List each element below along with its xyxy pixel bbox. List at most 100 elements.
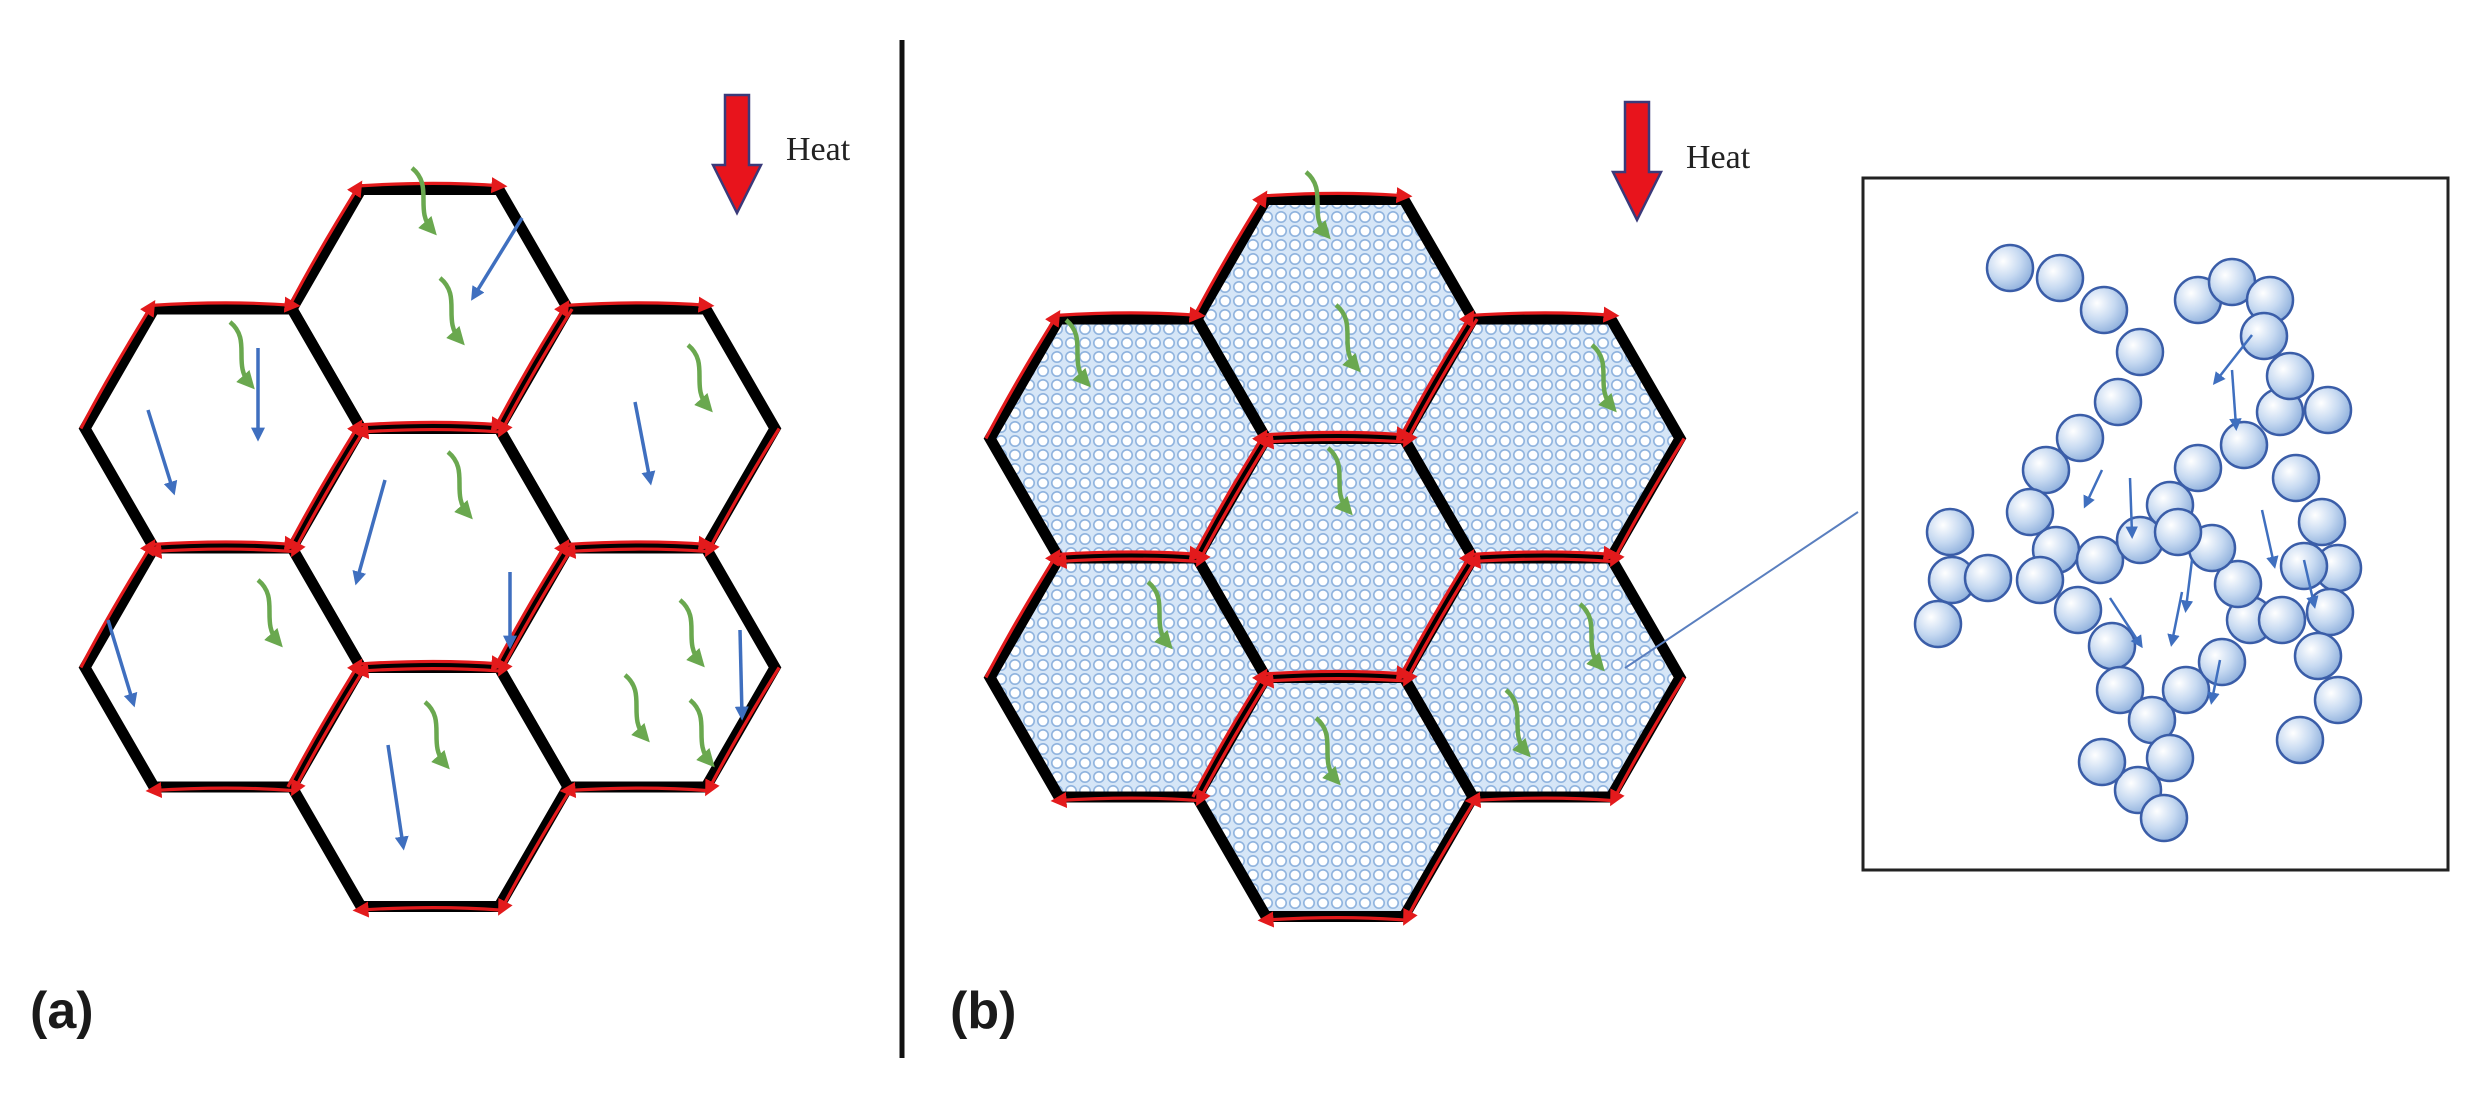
flow-curve: [498, 308, 574, 438]
particle-bead: [2271, 453, 2321, 503]
flow-curve: [1056, 545, 1206, 562]
flow-curve: [151, 296, 301, 313]
flow-curve: [705, 666, 781, 797]
particle-bead: [2239, 311, 2289, 361]
straight-arrow-icon: [2108, 597, 2143, 649]
particle-bead: [1913, 599, 1963, 649]
flow-curve: [498, 547, 574, 677]
particle-bead: [2115, 327, 2165, 377]
particle-bead: [2145, 733, 2195, 783]
particle-bead: [2173, 443, 2223, 493]
particle-bead: [2275, 715, 2325, 765]
straight-arrow-icon: [734, 629, 749, 721]
flow-curve: [291, 666, 367, 797]
flow-curve: [1464, 552, 1614, 569]
straight-arrow-icon: [2167, 591, 2184, 647]
particle-bead: [2021, 445, 2071, 495]
particle-bead: [2035, 253, 2085, 303]
straight-arrow-icon: [2180, 559, 2194, 613]
flow-curve: [1263, 426, 1413, 443]
particle-bead: [2293, 631, 2343, 681]
straight-arrow-icon: [2302, 559, 2319, 609]
curved-arrow-icon: [1504, 688, 1531, 758]
flow-curve: [1610, 676, 1686, 807]
flow-curve: [1403, 557, 1479, 687]
flow-curve: [352, 423, 502, 440]
flow-curve: [1398, 548, 1475, 679]
curved-arrow-icon: [446, 450, 473, 520]
particle-bead: [2257, 595, 2307, 645]
particle-bead: [2279, 541, 2329, 591]
curved-arrow-icon: [678, 598, 705, 668]
flow-curve: [493, 538, 570, 669]
curved-arrow-icon: [688, 698, 715, 768]
flow-curve: [1470, 545, 1620, 562]
particle-bead: [2265, 351, 2315, 401]
particle-bead: [2197, 637, 2247, 687]
curved-arrow-icon: [1064, 318, 1091, 388]
curved-arrow-icon: [623, 673, 650, 743]
straight-arrow-icon: [106, 619, 138, 708]
curved-arrow-icon: [1578, 602, 1605, 672]
particle-bead: [2093, 377, 2143, 427]
particle-bead: [2305, 587, 2355, 637]
curved-arrow-icon: [1334, 303, 1361, 373]
particle-bead: [2139, 793, 2189, 843]
flow-curve: [1050, 552, 1200, 569]
flow-curve: [559, 542, 709, 559]
curved-arrow-icon: [1326, 446, 1353, 516]
curved-arrow-icon: [1590, 343, 1617, 413]
curved-arrow-icon: [1146, 580, 1173, 650]
flow-curve: [498, 786, 574, 916]
particle-bead: [2303, 385, 2353, 435]
heat-arrow-icon: [1610, 100, 1664, 223]
straight-arrow-icon: [352, 479, 387, 586]
flow-curve: [1403, 796, 1479, 926]
flow-curve: [1196, 437, 1272, 568]
panel-label-a: (a): [30, 982, 94, 1040]
particle-bead: [2055, 413, 2105, 463]
flow-curve: [1403, 318, 1479, 448]
flow-curve: [352, 662, 502, 679]
straight-arrow-icon: [2125, 477, 2138, 539]
straight-arrow-icon: [471, 217, 524, 301]
flow-curve: [286, 419, 363, 549]
flow-curve: [1464, 792, 1614, 808]
flow-curve: [1050, 792, 1200, 808]
flow-curve: [1263, 665, 1413, 682]
particle-bead: [2213, 559, 2263, 609]
flow-curve: [79, 299, 156, 430]
panel-a: [78, 93, 782, 918]
flow-curve: [1257, 911, 1407, 928]
particle-bead: [2087, 621, 2137, 671]
particle-bead: [2079, 285, 2129, 335]
flow-curve: [1056, 306, 1206, 323]
flow-curve: [1191, 429, 1268, 559]
curved-arrow-icon: [438, 276, 465, 346]
flow-curve: [984, 548, 1061, 679]
panel-b: [983, 100, 1687, 928]
particle-bead: [2005, 487, 2055, 537]
heat-label-a: Heat: [786, 131, 851, 168]
flow-curve: [1196, 676, 1272, 807]
straight-arrow-icon: [386, 744, 409, 851]
flow-curve: [286, 180, 363, 310]
heat-arrow-icon: [710, 93, 764, 216]
particle-bead: [2095, 665, 2145, 715]
flow-curve: [1610, 437, 1686, 568]
flow-curve: [358, 177, 508, 194]
flow-curve: [705, 427, 781, 558]
flow-curve: [565, 535, 715, 552]
flow-curve: [286, 658, 363, 788]
particle-bead: [2161, 665, 2211, 715]
flow-curve: [79, 538, 156, 669]
particle-bead: [2077, 737, 2127, 787]
curved-arrow-icon: [228, 320, 255, 390]
straight-arrow-icon: [2260, 509, 2279, 569]
heat-label-b: Heat: [1686, 139, 1751, 176]
flow-curve: [1470, 306, 1620, 323]
particle-bead: [2297, 497, 2347, 547]
particle-bead: [2075, 535, 2125, 585]
straight-arrow-icon: [633, 401, 656, 486]
